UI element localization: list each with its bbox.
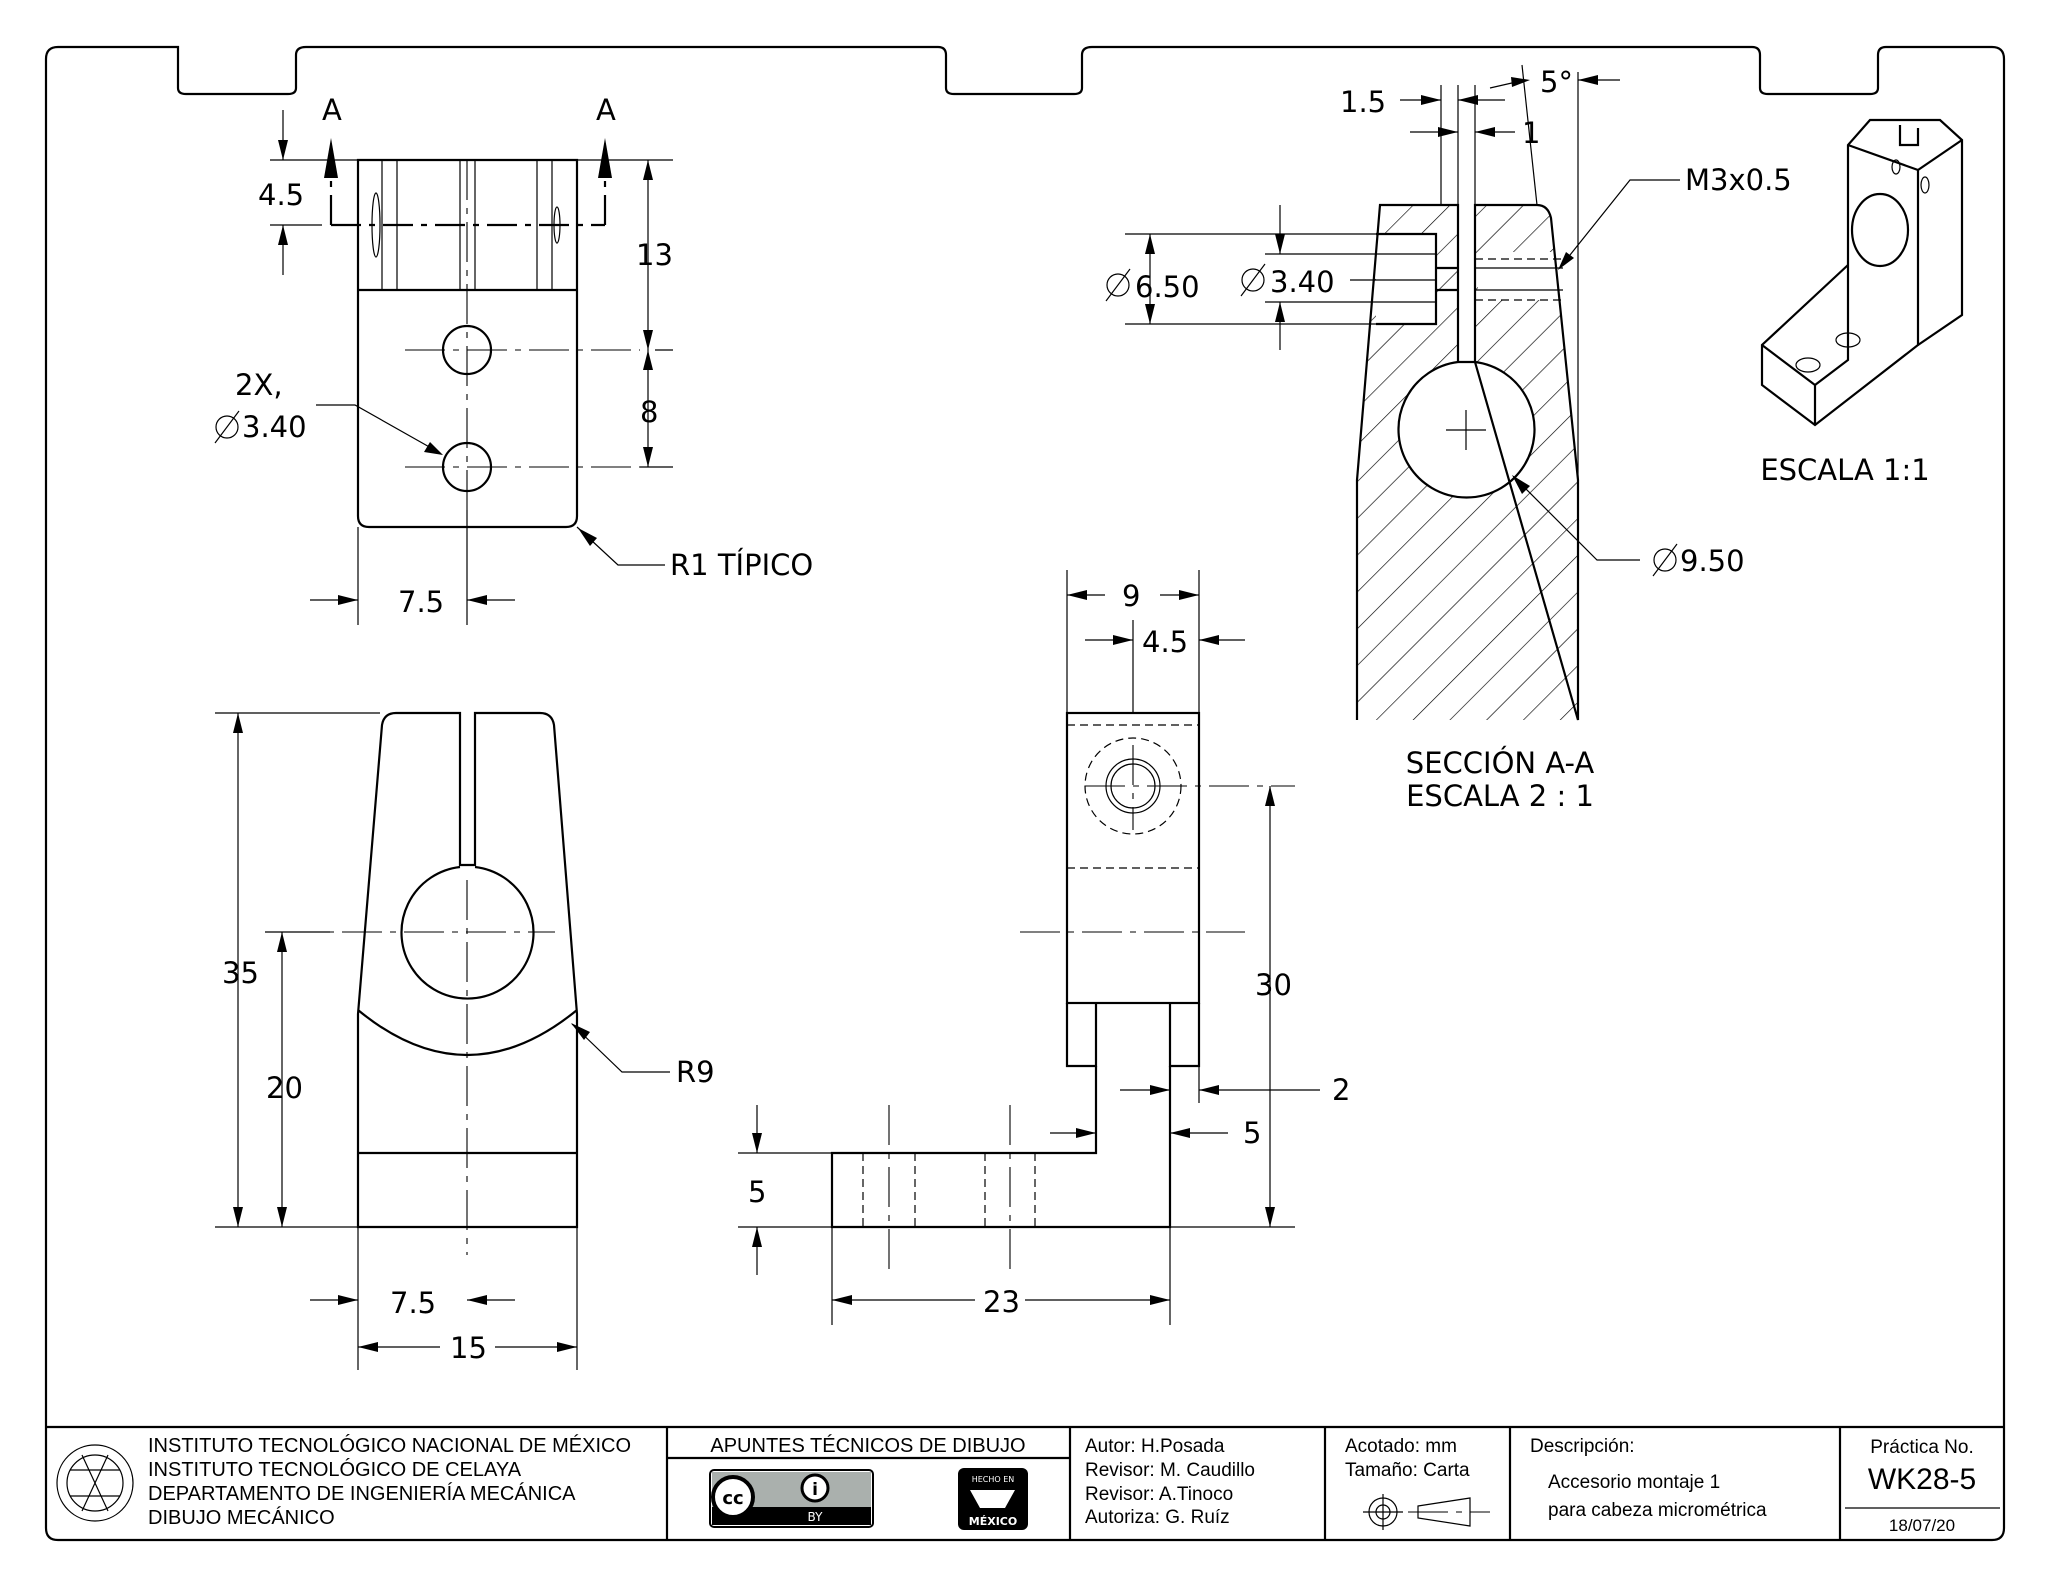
section-hatched-body [1357, 205, 1578, 720]
holes-note-diameter: 3.40 [242, 410, 307, 444]
section-mark-right: A [596, 93, 616, 127]
title-block: INSTITUTO TECNOLÓGICO NACIONAL DE MÉXICO… [46, 1425, 2004, 1540]
radius-note-r9: R9 [676, 1055, 715, 1089]
radius-note-r1: R1 TÍPICO [670, 548, 813, 582]
dim-35: 35 [222, 956, 259, 990]
paper-size: Tamaño: Carta [1345, 1460, 1470, 1481]
dia-outer: 6.50 [1135, 270, 1200, 304]
dim-1-5: 1.5 [1340, 85, 1386, 119]
practice-number: WK28-5 [1868, 1463, 1976, 1496]
svg-text:i: i [812, 1480, 818, 1500]
section-mark-left: A [322, 93, 342, 127]
description-line-2: para cabeza micrométrica [1548, 1500, 1767, 1521]
description-label: Descripción: [1530, 1436, 1635, 1457]
holes-note-count: 2X, [235, 368, 283, 402]
dia-bore: 9.50 [1680, 544, 1745, 578]
dia-inner: 3.40 [1270, 265, 1335, 299]
reviewer-1: Revisor: M. Caudillo [1085, 1460, 1255, 1481]
dim-angle-5: 5° [1540, 65, 1573, 99]
side-view-base [830, 1066, 1172, 1229]
mexico-badge-bottom: MÉXICO [969, 1515, 1017, 1528]
cc-by-badge: cc i BY [709, 1469, 874, 1528]
dim-1: 1 [1522, 116, 1540, 150]
front-view-outline [356, 711, 579, 1229]
mexico-badge-top: HECHO EN [972, 1475, 1015, 1484]
author: Autor: H.Posada [1085, 1436, 1225, 1457]
dim-9: 9 [1122, 579, 1140, 613]
series-title: APUNTES TÉCNICOS DE DIBUJO [710, 1434, 1025, 1457]
section-a-a: 1.5 1 5° M3x0.5 6.50 3.40 [1105, 64, 1792, 813]
drawing-date: 18/07/20 [1889, 1516, 1955, 1535]
institution-line-1: INSTITUTO TECNOLÓGICO NACIONAL DE MÉXICO [148, 1434, 631, 1457]
thread-note: M3x0.5 [1685, 163, 1792, 197]
iso-scale-label: ESCALA 1:1 [1760, 453, 1929, 487]
front-view: R9 35 20 7.5 15 [215, 711, 715, 1370]
side-view: 9 4.5 30 2 5 5 [738, 570, 1350, 1325]
institution-line-3: DEPARTAMENTO DE INGENIERÍA MECÁNICA [148, 1482, 576, 1505]
dim-5-left: 5 [748, 1175, 766, 1209]
svg-text:cc: cc [722, 1488, 743, 1509]
dim-7-5-front: 7.5 [390, 1286, 436, 1320]
authorizer: Autoriza: G. Ruíz [1085, 1507, 1230, 1528]
dim-30: 30 [1255, 968, 1292, 1002]
bore-front [400, 865, 535, 1000]
hecho-en-mexico-badge: HECHO EN MÉXICO [958, 1468, 1028, 1530]
section-scale: ESCALA 2 : 1 [1406, 779, 1594, 813]
institution-line-4: DIBUJO MECÁNICO [148, 1506, 335, 1529]
units: Acotado: mm [1345, 1436, 1457, 1457]
first-angle-projection-symbol [1363, 1494, 1490, 1530]
top-view-outline [356, 158, 579, 529]
description-line-1: Accesorio montaje 1 [1548, 1472, 1720, 1493]
dim-4-5-side: 4.5 [1142, 625, 1188, 659]
sheet-border [44, 45, 2006, 1542]
cc-by-label: BY [808, 1510, 824, 1524]
practice-label: Práctica No. [1870, 1437, 1973, 1458]
institution-line-2: INSTITUTO TECNOLÓGICO DE CELAYA [148, 1458, 522, 1481]
dim-2: 2 [1332, 1073, 1350, 1107]
dim-13: 13 [636, 238, 673, 272]
dim-5-right: 5 [1243, 1116, 1261, 1150]
dim-23: 23 [983, 1285, 1020, 1319]
dim-15: 15 [450, 1331, 487, 1365]
top-view: A A 4.5 13 8 2X, 3.40 R1 TÍPICO [214, 93, 813, 625]
institute-logo [56, 1444, 134, 1522]
isometric-view: ESCALA 1:1 [1760, 118, 1964, 487]
dim-4-5-top: 4.5 [258, 178, 304, 212]
dim-7-5-top: 7.5 [398, 585, 444, 619]
section-title: SECCIÓN A-A [1406, 746, 1595, 780]
dim-20: 20 [266, 1071, 303, 1105]
dim-8: 8 [640, 395, 658, 429]
reviewer-2: Revisor: A.Tinoco [1085, 1484, 1233, 1505]
